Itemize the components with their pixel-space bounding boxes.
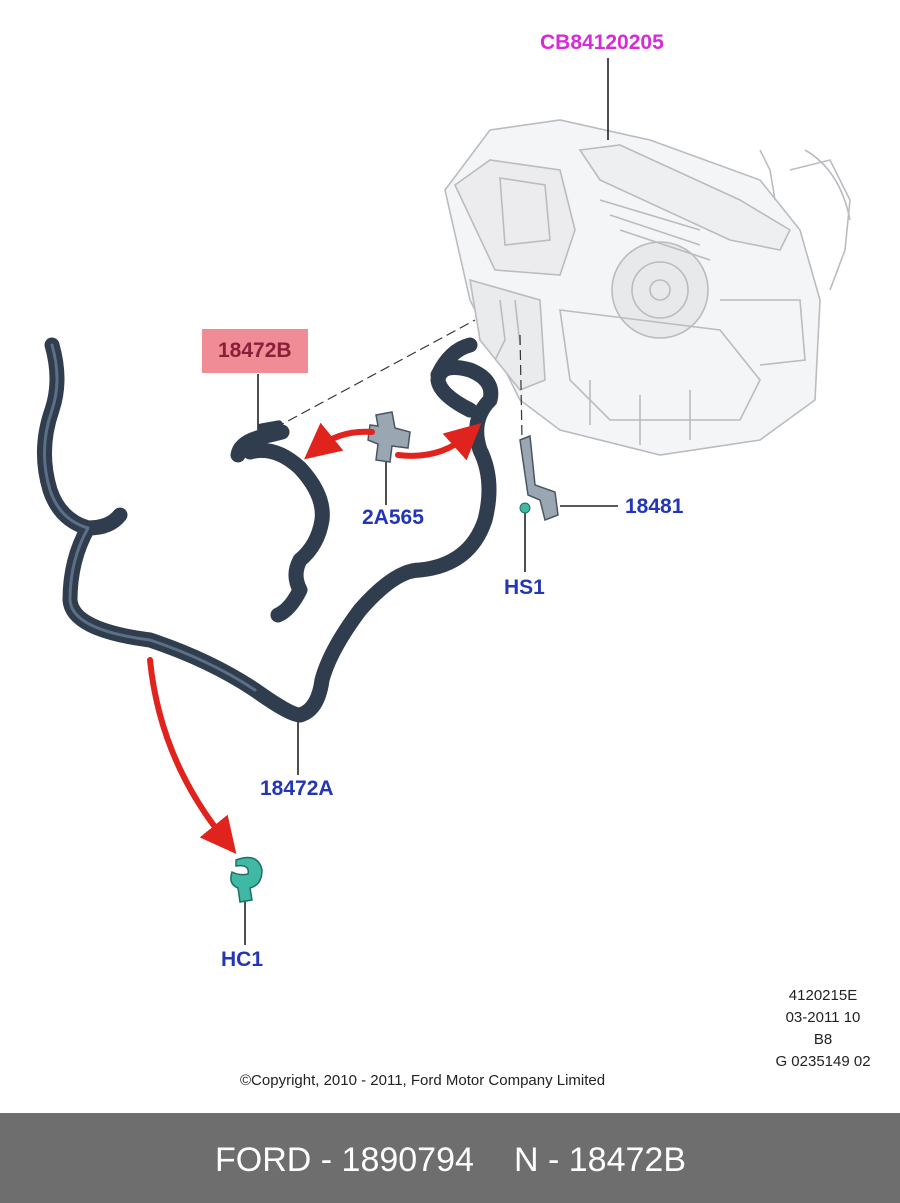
screw-hs1 <box>519 502 531 514</box>
bracket-2a565 <box>367 411 411 463</box>
hose-18472a <box>37 337 499 723</box>
hose-18472a-end <box>430 337 478 383</box>
hose-18472b-connector <box>257 420 285 442</box>
parts-diagram <box>37 58 851 945</box>
meta-line: 4120215E <box>788 987 858 1004</box>
meta-line: G 0235149 02 <box>775 1053 871 1070</box>
footer-bar: FORD - 1890794 N - 18472B <box>0 1113 900 1203</box>
drawing-reference: 4120215E 03-2011 10 B8 G 0235149 02 <box>768 985 878 1073</box>
callout-hs1[interactable]: HS1 <box>504 576 545 599</box>
meta-line: B8 <box>813 1031 833 1048</box>
callout-18481[interactable]: 18481 <box>625 495 684 518</box>
meta-line: 03-2011 10 <box>785 1009 861 1026</box>
callout-hc1[interactable]: HC1 <box>221 948 264 971</box>
red-arrows <box>147 422 482 854</box>
footer-part-number: FORD - 1890794 <box>215 1141 474 1179</box>
callout-18472b[interactable]: 18472B <box>202 329 308 373</box>
hvac-housing <box>444 119 851 456</box>
footer-part-code: N - 18472B <box>514 1141 686 1179</box>
hose-18472b <box>230 424 330 623</box>
callout-cb84120205[interactable]: CB84120205 <box>540 31 664 54</box>
copyright-notice: ©Copyright, 2010 - 2011, Ford Motor Comp… <box>240 1072 606 1089</box>
callout-18472a[interactable]: 18472A <box>260 777 334 800</box>
leader-lines <box>244 58 618 945</box>
hose-18472a-highlight <box>43 343 257 692</box>
callout-2a565[interactable]: 2A565 <box>362 506 424 529</box>
dash-lines <box>274 319 523 439</box>
bracket-18481 <box>519 434 559 522</box>
clip-hc1 <box>230 856 263 903</box>
